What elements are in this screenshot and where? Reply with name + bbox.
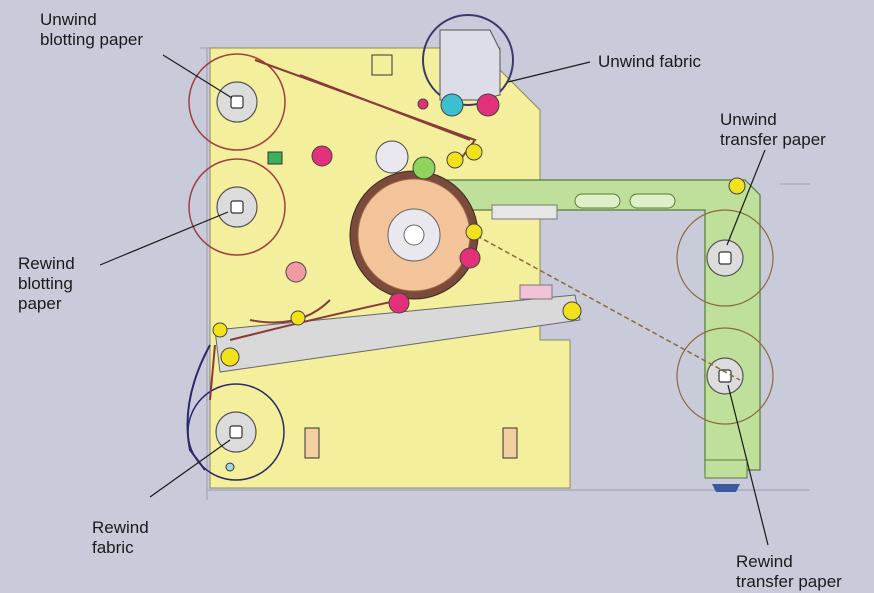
- clamp-right: [502, 427, 518, 459]
- main-drum-center: [403, 224, 425, 246]
- arm-slot: [574, 193, 621, 209]
- arm-foot: [712, 484, 740, 492]
- lower-arm: [214, 294, 581, 373]
- reel-hubs: [229, 95, 732, 439]
- top-bracket: [371, 54, 393, 76]
- rollers: [212, 93, 746, 367]
- label-rewind-transfer-paper: Rewind transfer paper: [736, 552, 842, 591]
- label-rewind-blotting-paper: Rewind blotting paper: [18, 254, 75, 313]
- transfer-reel-outlines: [676, 209, 774, 425]
- fabric-return: [186, 344, 211, 471]
- clamp-left: [304, 427, 320, 459]
- arm-bracket: [491, 204, 558, 220]
- unwind-fabric-loop: [422, 14, 514, 106]
- label-unwind-fabric: Unwind fabric: [598, 52, 701, 71]
- lower-arm-plate: [519, 284, 553, 300]
- rewind-fabric-marker: [225, 462, 235, 472]
- label-unwind-transfer-paper: Unwind transfer paper: [720, 110, 826, 149]
- unwind-fabric-housing: [439, 29, 501, 101]
- reel-outlines: [188, 53, 286, 256]
- callout-lines: [99, 54, 769, 546]
- arm-slot: [629, 193, 676, 209]
- label-unwind-blotting-paper: Unwind blotting paper: [40, 10, 144, 49]
- green-block: [267, 151, 283, 165]
- label-rewind-fabric: Rewind fabric: [92, 518, 149, 557]
- transfer-belt: [469, 231, 741, 381]
- construction-lines: [200, 47, 810, 500]
- arm-base: [704, 459, 748, 479]
